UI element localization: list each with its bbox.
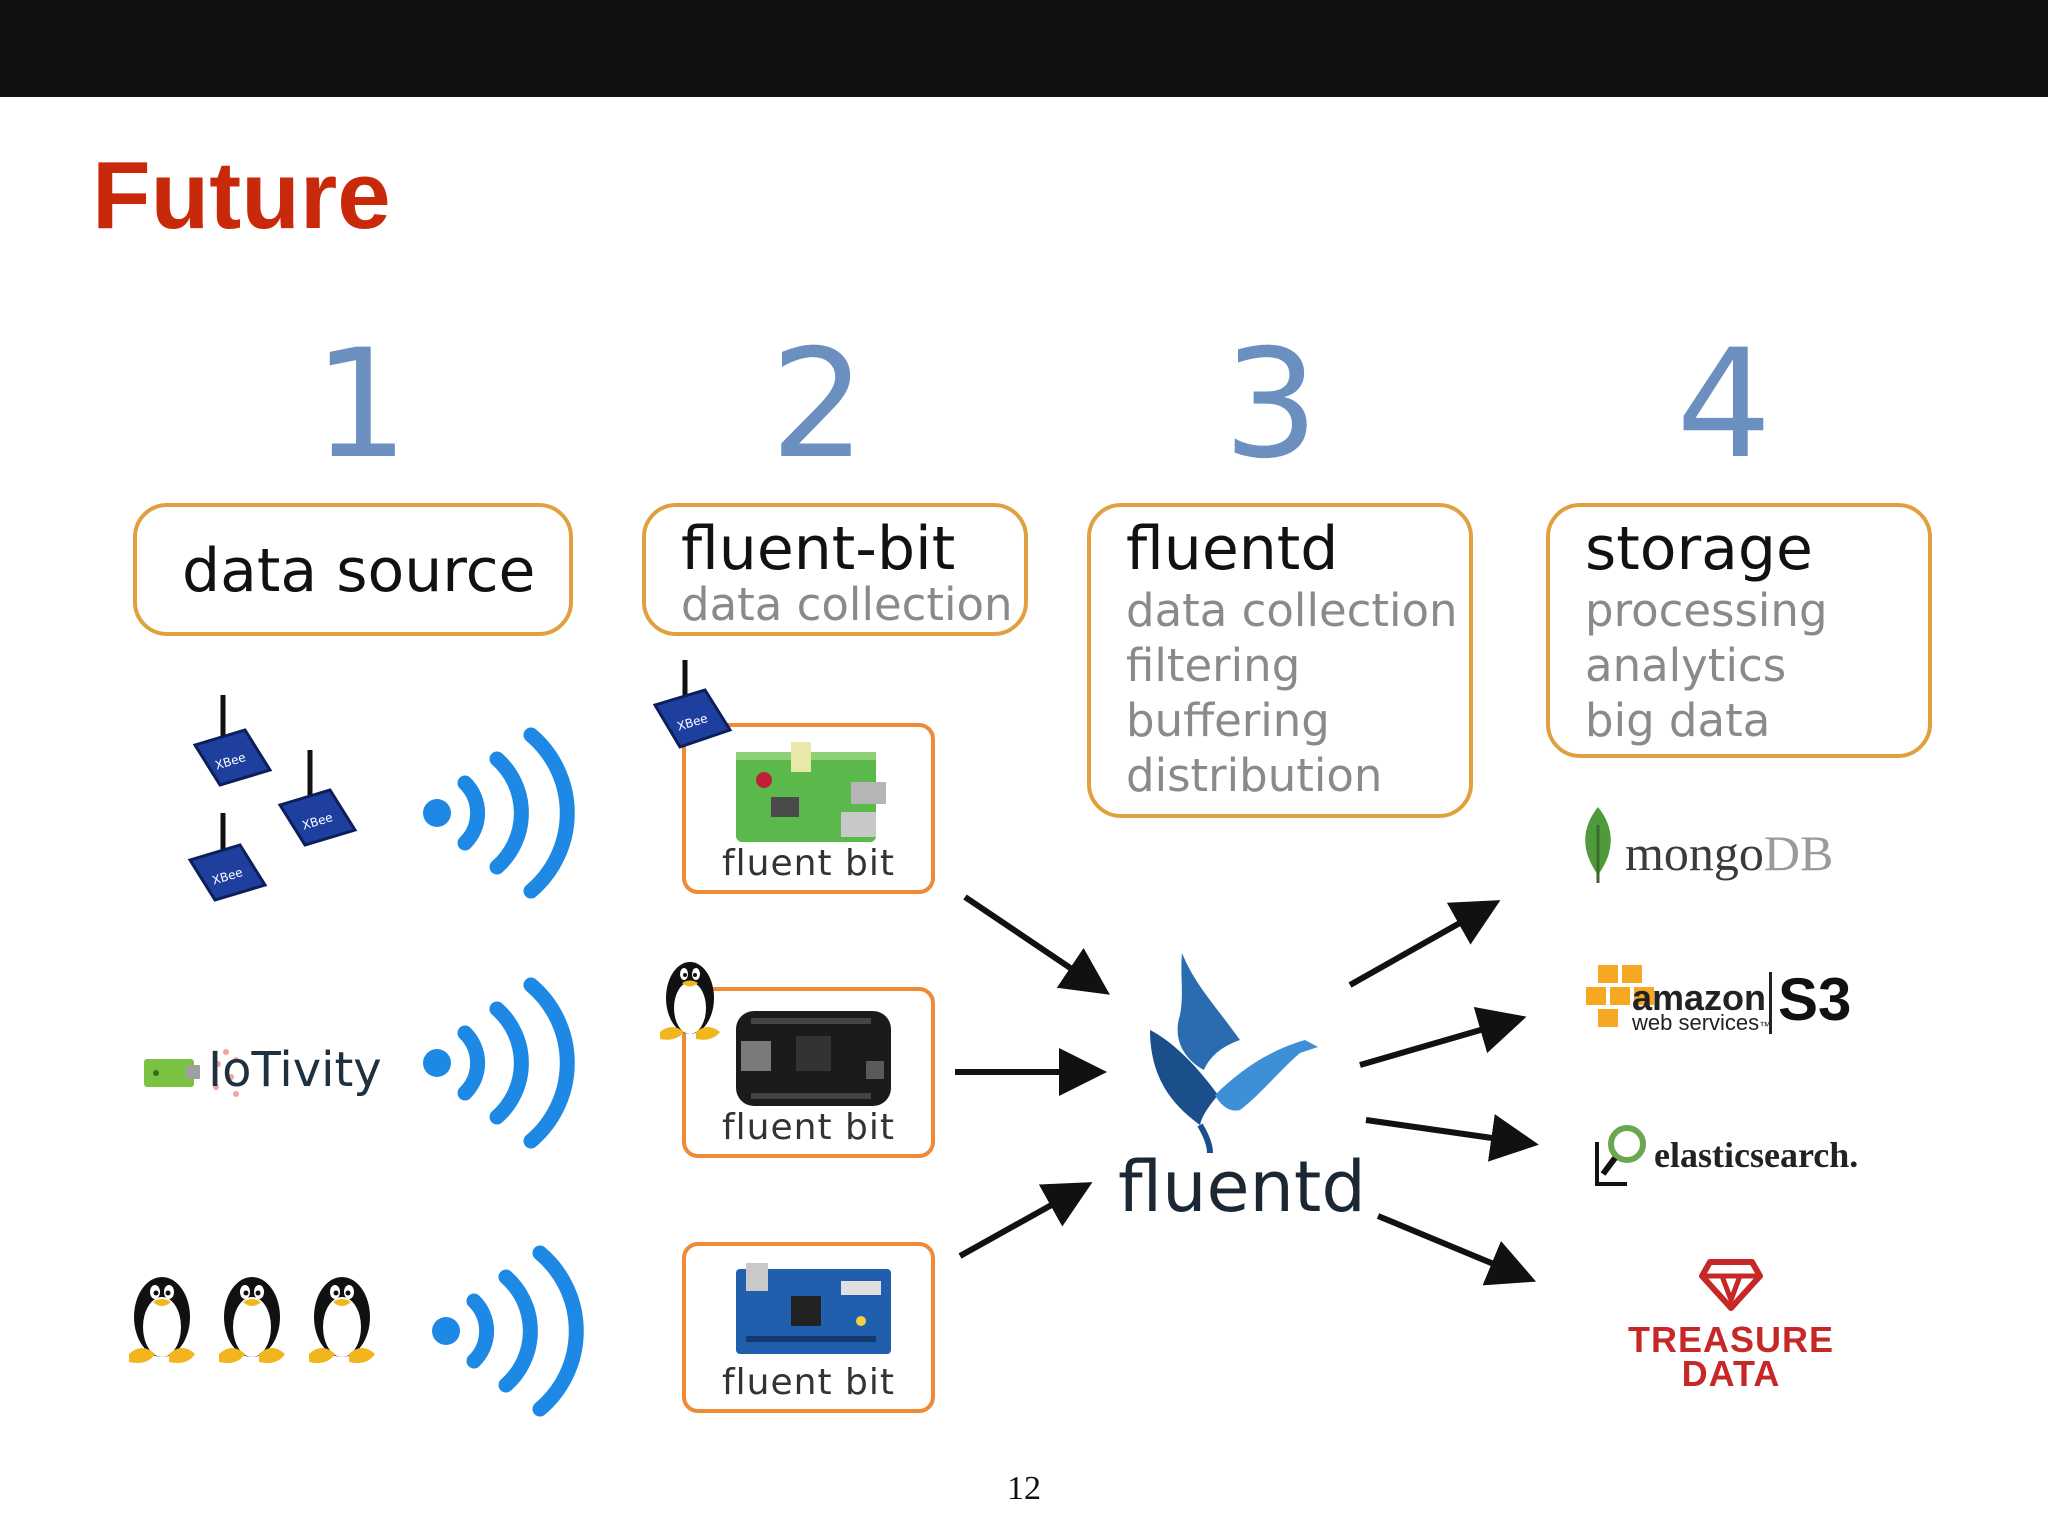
top-bar xyxy=(0,0,2048,97)
linux-penguins-icon xyxy=(129,1277,375,1363)
aws-tm: ™ xyxy=(1759,1019,1772,1033)
arrow-fluentd-to-s3 xyxy=(1359,1006,1527,1068)
treasure-data-gem-icon xyxy=(1699,1259,1763,1311)
arrow-fluentd-to-elasticsearch xyxy=(1365,1114,1539,1162)
treasure-data-line1: TREASURE xyxy=(1627,1319,1835,1360)
iotivity-logo: IoTivity xyxy=(208,1042,382,1098)
treasure-data-line2: DATA xyxy=(1681,1353,1781,1394)
aws-s3-text: S3 xyxy=(1778,966,1852,1033)
wifi-icon xyxy=(423,727,575,899)
raspberry-pi-board-icon xyxy=(736,742,886,842)
stage-line: processing xyxy=(1585,584,1828,637)
aws-cubes-icon xyxy=(1586,965,1654,1027)
stage-line: big data xyxy=(1585,694,1771,747)
stage-line: distribution xyxy=(1126,749,1383,802)
stage-line: filtering xyxy=(1126,639,1301,692)
xbee-modules-icon: XBee XBee XBee xyxy=(187,695,358,902)
stage-number-1: 1 xyxy=(313,318,409,492)
device-label: fluent bit xyxy=(722,1362,895,1403)
mongodb-logo-part1: mongo xyxy=(1625,825,1764,881)
stage-title: data source xyxy=(182,536,536,606)
beaglebone-board-icon xyxy=(736,1011,891,1106)
stage-number-3: 3 xyxy=(1223,318,1319,492)
stage-line: data collection xyxy=(1126,584,1458,637)
stage-box-data-source: data source xyxy=(133,503,573,636)
device-label: fluent bit xyxy=(722,1107,895,1148)
fluentd-bird-icon xyxy=(1150,953,1318,1154)
stage-box-fluentd: fluentd data collection filtering buffer… xyxy=(1087,503,1473,818)
arrow-device1-to-fluentd xyxy=(963,894,1110,995)
wifi-icon xyxy=(423,977,575,1149)
device-label: fluent bit xyxy=(722,843,895,884)
stage-number-2: 2 xyxy=(770,318,866,492)
aws-divider xyxy=(1769,972,1772,1034)
elasticsearch-magnifier-icon xyxy=(1595,1125,1646,1186)
arrow-fluentd-to-mongodb xyxy=(1348,900,1501,988)
aws-webservices-text: web services™ xyxy=(1632,1012,1771,1034)
aws-webservices-label: web services xyxy=(1632,1010,1760,1035)
stage-title: fluent-bit xyxy=(681,514,956,584)
mongodb-leaf-icon xyxy=(1585,807,1611,883)
intel-board-icon xyxy=(736,1263,891,1354)
stage-title: fluentd xyxy=(1126,514,1339,584)
fluent-bit-device-raspberry-pi: fluent bit xyxy=(682,723,935,894)
mongodb-logo: mongoDB xyxy=(1625,828,1833,878)
xbee-module-icon: XBee xyxy=(652,660,733,749)
arrow-device3-to-fluentd xyxy=(958,1182,1093,1259)
wifi-icon xyxy=(432,1245,584,1417)
linux-penguin-icon xyxy=(660,962,720,1040)
stage-box-storage: storage processing analytics big data xyxy=(1546,503,1932,758)
mongodb-logo-part2: DB xyxy=(1763,825,1834,881)
aws-amazon-text: amazon xyxy=(1632,977,1767,1018)
fluent-bit-device-beaglebone: fluent bit xyxy=(682,987,935,1158)
stage-line: buffering xyxy=(1126,694,1330,747)
stage-line: data collection xyxy=(681,578,1013,631)
stage-box-fluent-bit: fluent-bit data collection xyxy=(642,503,1028,636)
stage-number-4: 4 xyxy=(1676,318,1772,492)
slide-title: Future xyxy=(92,142,391,249)
page-number: 12 xyxy=(1007,1470,1041,1507)
fluentd-logo-text: fluentd xyxy=(1118,1146,1366,1228)
elasticsearch-logo: elasticsearch. xyxy=(1654,1135,1859,1175)
iotivity-dots-icon xyxy=(213,1049,239,1097)
fluent-bit-device-intel-edison: fluent bit xyxy=(682,1242,935,1413)
arrow-fluentd-to-treasure-data xyxy=(1376,1213,1537,1286)
stage-title: storage xyxy=(1585,514,1813,584)
stage-line: analytics xyxy=(1585,639,1787,692)
iot-board-icon xyxy=(144,1059,200,1087)
